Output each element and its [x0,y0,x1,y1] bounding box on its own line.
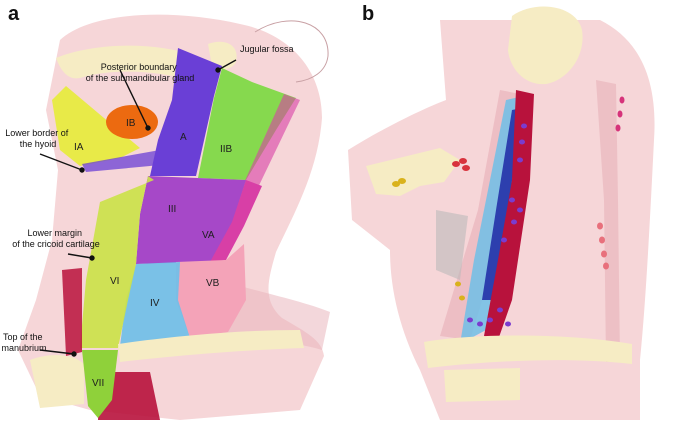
manubrium-b [444,368,520,402]
lymph-node [452,161,460,167]
level-IA-label: IA [74,142,84,153]
lymph-node [599,236,605,244]
occipital-outline [254,20,329,83]
level-IIA-region [150,48,222,176]
manubrium-point [71,351,77,357]
lymph-node [517,207,523,213]
posterior-submandibular-annotation: Posterior boundary of the submandibular … [86,62,195,83]
mandible [56,45,210,82]
internal-jugular-vein-core [482,108,522,300]
jugular-fossa-leader [217,59,237,71]
level-IB-region [106,105,158,139]
panel-b: b [348,3,655,420]
level-IV-region [120,262,190,346]
occipital-nodes [615,96,625,132]
level-VA-label: VA [202,230,215,241]
jugular-chain-nodes [467,123,527,327]
annotation-leaders [39,59,237,357]
mastoid-process [208,41,237,70]
lymph-node [477,321,483,327]
lymph-node [517,157,523,163]
submandibular-leader [119,69,149,129]
level-IIB-label: IIB [220,144,233,155]
lymph-node [619,96,625,104]
level-III-label: III [168,204,176,215]
carotid-artery [484,90,534,340]
lymph-node [511,219,517,225]
lymph-node [497,307,503,313]
cricoid-leader [67,253,93,259]
jugular-fossa-annotation: Jugular fossa [240,44,294,54]
hyoid-leader [39,153,83,171]
shadow-region-b [436,210,468,280]
lymph-node [487,317,493,323]
lymph-nodes-b [392,96,625,327]
level-VA-region [210,180,262,262]
clavicle [118,330,304,362]
trapezius-b [596,80,620,362]
lymph-node [501,237,507,243]
mandible-b [366,148,460,196]
level-III-region [136,176,246,264]
level-VII-label: VII [92,378,104,389]
panel-label-b: b [362,3,374,25]
lymph-node [603,262,609,270]
lymph-node [459,158,467,164]
lymph-node [505,321,511,327]
cricoid-annotation: Lower margin of the cricoid cartilage [12,228,100,249]
lymph-node [467,317,473,323]
lymph-node [459,295,465,301]
level-IV-label: IV [150,298,160,309]
level-VI-region [80,176,154,348]
lymph-node [392,181,400,187]
hyoid-annotation: Lower border of the hyoid [5,128,71,149]
lymph-node [521,123,527,129]
manubrium-leader [39,349,75,355]
level-IIA-label: A [180,132,187,143]
submental-nodes [392,178,465,301]
level-IA-region [52,86,140,166]
panel-label-a: a [8,3,20,25]
level-VII-region [82,350,118,418]
lymph-node [398,178,406,184]
panel-a: a [1,3,330,421]
lymph-node [597,222,603,230]
trachea [62,268,82,356]
manubrium [30,355,84,408]
trapezius-edge [238,94,300,200]
lymph-node [615,124,621,132]
hyoid-point [79,167,85,173]
submandibular-nodes [452,158,470,171]
manubrium-annotation: Top of the manubrium [1,332,46,353]
cricoid-point [89,255,95,261]
lymph-node [509,197,515,203]
lymph-node [617,110,623,118]
skull-b [508,6,583,85]
lymph-node [455,281,461,287]
level-IIB-region [198,68,296,180]
level-IB-label: IB [126,118,136,129]
level-VB-label: VB [206,278,220,289]
lymph-node [601,250,607,258]
clavicle-b [424,335,632,368]
lymph-node [462,165,470,171]
lymph-node [519,139,525,145]
level-VI-label: VI [110,276,119,287]
posterior-triangle-nodes [597,222,609,270]
submandibular-point [145,125,151,131]
jugular-fossa-point [215,67,221,73]
level-VB-region [176,244,246,338]
